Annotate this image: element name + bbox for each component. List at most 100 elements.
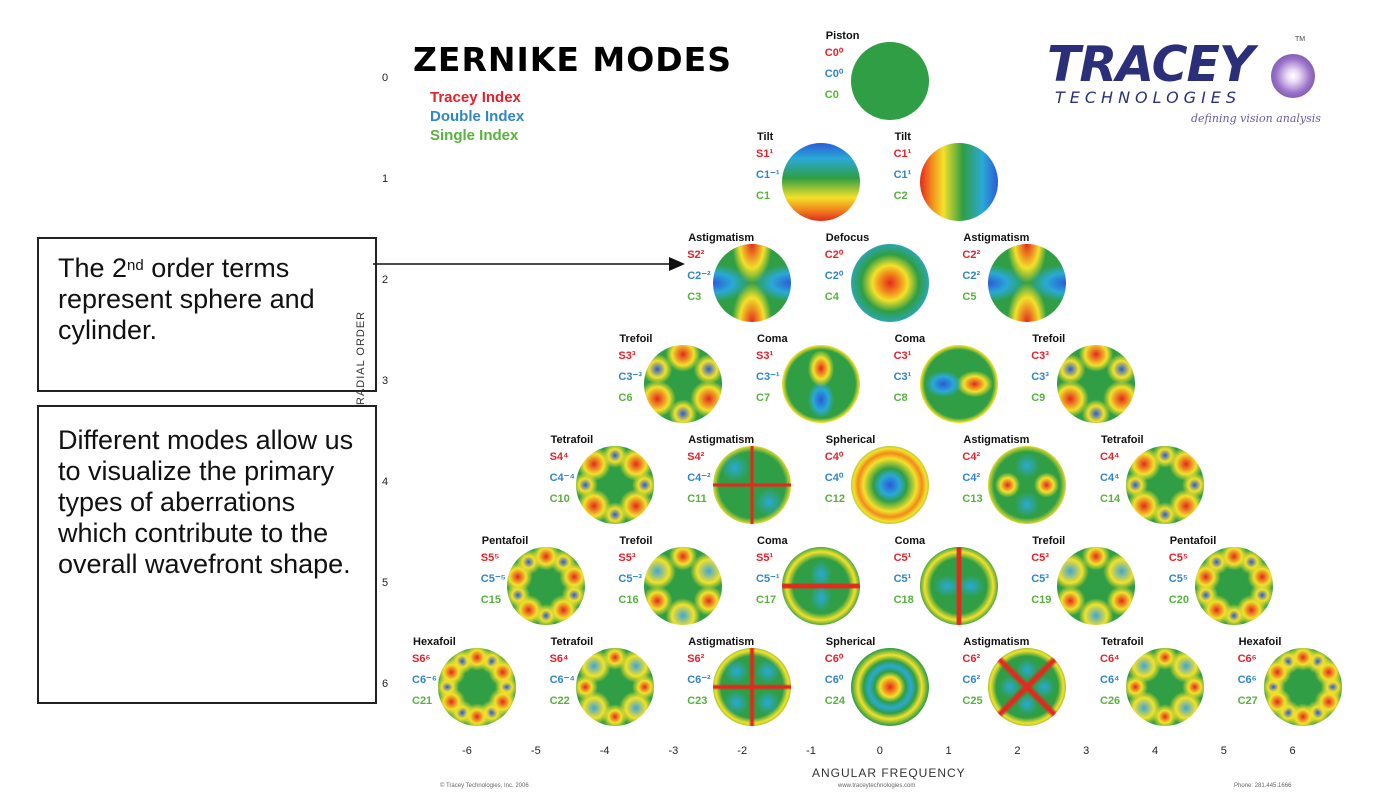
single-index-label: C18	[893, 594, 914, 606]
tracey-index-label: S5¹	[756, 552, 774, 564]
wavefront-map	[919, 143, 998, 221]
legend-single-index: Single Index	[430, 127, 519, 144]
wavefront-map	[1126, 648, 1204, 726]
single-index-label: C0	[824, 89, 839, 101]
single-index-label: C7	[756, 392, 771, 404]
note1-superscript: nd	[127, 257, 144, 274]
angular-frequency-tick: 4	[1151, 745, 1159, 757]
double-index-label: C5⁻⁵	[480, 573, 506, 585]
mode-name: Defocus	[825, 232, 870, 244]
double-index-label: C0⁰	[824, 68, 844, 80]
radial-order-tick: 5	[381, 577, 389, 589]
mode-name: Astigmatism	[688, 636, 755, 648]
angular-frequency-tick: -2	[737, 745, 748, 757]
double-index-label: C6⁴	[1100, 674, 1120, 686]
single-index-label: C5	[962, 291, 977, 303]
double-index-label: C2⁻²	[687, 270, 711, 282]
tracey-index-label: C0⁰	[824, 47, 844, 59]
single-index-label: C6	[618, 392, 633, 404]
angular-frequency-tick: 3	[1083, 745, 1090, 757]
single-index-label: C9	[1031, 392, 1046, 404]
index-legend: Tracey Index Double Index Single Index	[430, 88, 524, 145]
angular-frequency-tick: -6	[462, 745, 472, 757]
double-index-label: C3³	[1031, 371, 1049, 383]
mode-name: Astigmatism	[688, 434, 755, 446]
wavefront-map	[575, 648, 654, 726]
angular-frequency-tick: 2	[1014, 745, 1021, 757]
radial-order-tick: 2	[381, 274, 389, 286]
tracey-index-label: C6⁶	[1237, 653, 1257, 665]
angular-frequency-tick: -3	[668, 745, 679, 757]
tracey-index-label: S5³	[618, 552, 636, 564]
tracey-index-label: C4⁰	[824, 451, 844, 463]
mode-name: Astigmatism	[963, 232, 1030, 244]
note1-text-start: The 2	[58, 253, 128, 283]
tracey-index-label: C3¹	[893, 350, 912, 362]
single-index-label: C3	[687, 291, 702, 303]
single-index-label: C21	[412, 695, 433, 707]
double-index-label: C1⁻¹	[756, 169, 780, 181]
double-index-label: C4²	[962, 472, 981, 484]
single-index-label: C23	[687, 695, 708, 707]
angular-frequency-tick: -5	[530, 745, 541, 757]
tracey-index-label: C1¹	[893, 148, 912, 160]
radial-order-tick: 0	[381, 72, 389, 84]
double-index-label: C1¹	[893, 169, 912, 181]
single-index-label: C2	[893, 190, 908, 202]
angular-frequency-tick: 5	[1220, 745, 1227, 757]
double-index-label: C6⁻⁴	[549, 674, 575, 686]
wavefront-map	[988, 446, 1067, 524]
tracey-index-label: S2²	[687, 249, 705, 261]
double-index-label: C5¹	[893, 573, 912, 585]
wavefront-map	[782, 547, 860, 625]
mode-name: Astigmatism	[963, 434, 1030, 446]
wavefront-map	[850, 42, 929, 120]
angular-frequency-tick: -4	[599, 745, 610, 757]
angular-frequency-tick: -1	[806, 745, 816, 757]
mode-name: Coma	[894, 333, 926, 345]
double-index-label: C4⁴	[1100, 472, 1120, 484]
tracey-index-label: C5¹	[893, 552, 912, 564]
wavefront-map	[713, 244, 792, 322]
tracey-index-label: S6²	[687, 653, 705, 665]
radial-order-tick: 1	[381, 173, 389, 185]
tracey-index-label: S6⁶	[412, 653, 431, 665]
angular-frequency-tick: 6	[1289, 745, 1296, 757]
double-index-label: C4⁰	[824, 472, 844, 484]
double-index-label: C6⁻²	[687, 674, 711, 686]
mode-name: Hexafoil	[413, 636, 456, 648]
tracey-index-label: C2²	[962, 249, 981, 261]
single-index-label: C15	[480, 594, 501, 606]
mode-name: Trefoil	[619, 535, 653, 547]
single-index-label: C8	[893, 392, 908, 404]
tracey-index-label: C6⁴	[1100, 653, 1120, 665]
tracey-index-label: S4⁴	[549, 451, 569, 463]
wavefront-map	[506, 547, 585, 625]
double-index-label: C5³	[1031, 573, 1049, 585]
logo-trademark: TM	[1295, 36, 1306, 43]
y-axis-label: RADIAL ORDER	[355, 310, 367, 405]
mode-name: Hexafoil	[1238, 636, 1282, 648]
pointer-arrow	[373, 257, 685, 271]
double-index-label: C3⁻³	[618, 371, 642, 383]
single-index-label: C12	[824, 493, 845, 505]
tracey-index-label: C5⁵	[1168, 552, 1189, 564]
logo-wordmark: TRACEY	[1047, 36, 1254, 93]
mode-name: Spherical	[825, 636, 876, 648]
double-index-label: C3⁻¹	[756, 371, 780, 383]
mode-name: Pentafoil	[1169, 535, 1217, 547]
footer-website: www.traceytechnologies.com	[838, 783, 916, 789]
